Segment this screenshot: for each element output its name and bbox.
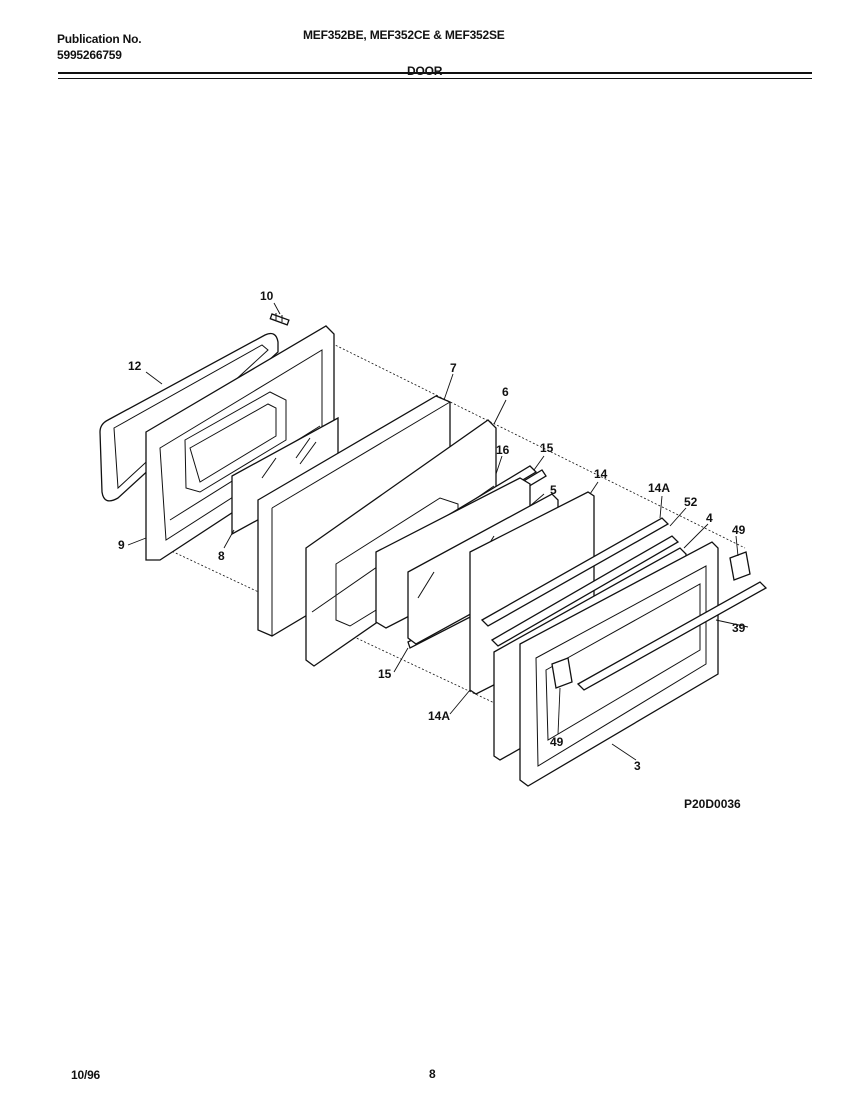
callout-3: 3 — [634, 759, 641, 773]
model-numbers: MEF352BE, MEF352CE & MEF352SE — [303, 28, 505, 42]
callout-14: 14 — [594, 467, 608, 481]
footer-date: 10/96 — [71, 1068, 101, 1082]
glass-bracket-part-14a — [480, 517, 680, 647]
callout-39: 39 — [732, 621, 746, 635]
handle-end-cap-part-49-right — [729, 551, 751, 581]
callout-16: 16 — [496, 443, 510, 457]
callout-15-top: 15 — [540, 441, 554, 455]
callout-49-top: 49 — [732, 523, 746, 537]
callout-12: 12 — [128, 359, 142, 373]
callout-6: 6 — [502, 385, 509, 399]
callout-7: 7 — [450, 361, 457, 375]
diagram-code: P20D0036 — [684, 797, 741, 811]
callout-10: 10 — [260, 289, 274, 303]
callout-52: 52 — [684, 495, 698, 509]
publication-label: Publication No. — [57, 32, 142, 46]
door-gasket-inner — [113, 344, 269, 490]
callout-4: 4 — [706, 511, 713, 525]
section-title: DOOR — [407, 64, 443, 78]
callout-9: 9 — [118, 538, 125, 552]
callout-14a-bottom: 14A — [428, 709, 450, 723]
publication-number: 5995266759 — [57, 48, 122, 62]
door-handle-part-39 — [576, 581, 768, 691]
callout-leader-lines — [127, 302, 749, 761]
header-rule-secondary — [58, 78, 812, 79]
callout-8: 8 — [218, 549, 225, 563]
handle-end-cap-part-49-left — [551, 657, 573, 689]
screw-part-10 — [269, 313, 290, 326]
header-rule — [58, 72, 812, 74]
callout-15-bottom: 15 — [378, 667, 392, 681]
callout-14a-top: 14A — [648, 481, 670, 495]
callout-5: 5 — [550, 483, 557, 497]
callout-49-bottom: 49 — [550, 735, 564, 749]
callout-labels: 10 12 7 6 16 15 14 5 14A 52 4 49 39 9 8 … — [118, 289, 746, 773]
page-number: 8 — [429, 1067, 436, 1081]
